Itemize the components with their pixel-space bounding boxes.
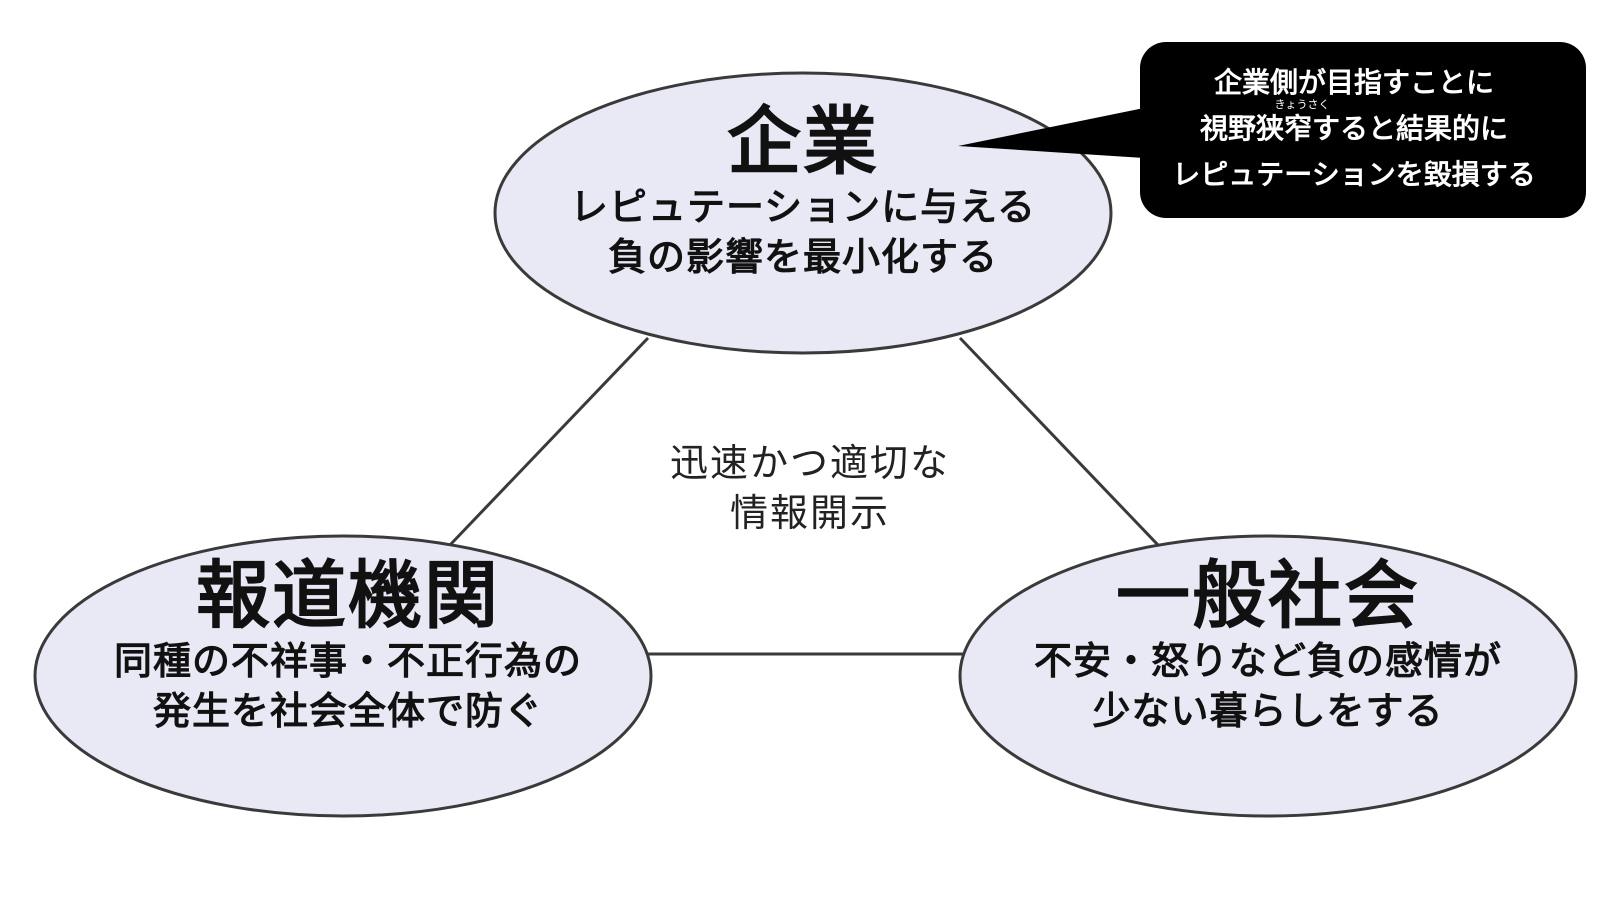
public-title: 一般社会: [1116, 553, 1420, 639]
node-company: 企業 レピュテーションに与える 負の影響を最小化する: [493, 102, 1113, 282]
company-desc-line2: 負の影響を最小化する: [607, 235, 998, 279]
center-label-line2: 情報開示: [729, 491, 890, 535]
callout-bubble: [1140, 42, 1586, 218]
media-title: 報道機関: [196, 553, 500, 639]
center-label-line1: 迅速かつ適切な: [669, 441, 950, 485]
callout-text: 企業側が目指すことに 視野狭窄すると結果的に レピュテーションを毀損する: [1146, 60, 1562, 198]
callout-line1: 企業側が目指すことに: [1213, 66, 1494, 99]
company-desc-line1: レピュテーションに与える: [569, 185, 1037, 229]
company-ellipse: [493, 71, 1113, 355]
callout-line2: 視野狭窄すると結果的に: [1199, 112, 1508, 145]
public-desc-line1: 不安・怒りなど負の感情が: [1033, 639, 1502, 683]
connector-company-media: [448, 336, 650, 547]
callout-pointer: [958, 108, 1144, 158]
media-desc-line1: 同種の不祥事・不正行為の: [113, 639, 582, 683]
company-title: 企業: [727, 99, 879, 185]
media-ellipse: [33, 534, 653, 818]
node-media: 報道機関 同種の不祥事・不正行為の 発生を社会全体で防ぐ: [38, 556, 658, 736]
center-label: 迅速かつ適切な 情報開示: [610, 438, 1010, 538]
callout-ruby: きょうさく: [1274, 98, 1330, 111]
public-ellipse: [958, 534, 1578, 818]
connector-company-public: [958, 336, 1160, 547]
public-desc-line2: 少ない暮らしをする: [1092, 689, 1444, 733]
media-desc-line2: 発生を社会全体で防ぐ: [152, 689, 543, 733]
callout-line3: レピュテーションを毀損する: [1172, 158, 1536, 191]
node-public: 一般社会 不安・怒りなど負の感情が 少ない暮らしをする: [958, 556, 1578, 736]
